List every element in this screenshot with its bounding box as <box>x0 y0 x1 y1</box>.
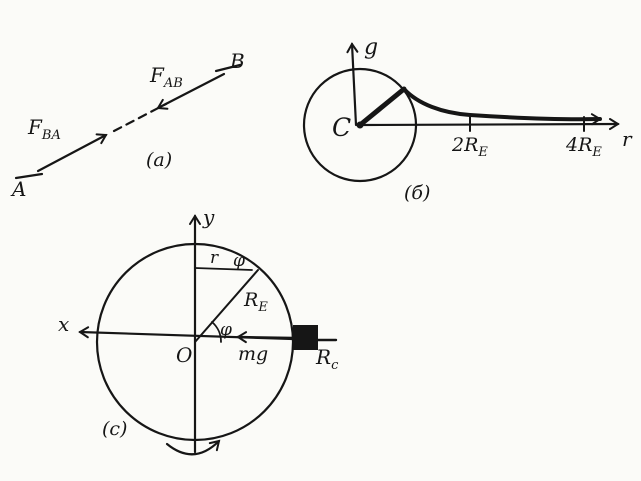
point-b-label: B <box>229 49 245 73</box>
force-ba-label: FBA <box>27 115 61 143</box>
radius-re-label: RE <box>243 289 268 315</box>
r-axis-label: r <box>622 127 633 151</box>
part-b-caption: (б) <box>404 182 430 204</box>
reaction-label: Rc <box>315 345 339 373</box>
r-axis <box>358 118 620 131</box>
point-b-tick <box>214 63 242 73</box>
g-axis <box>346 42 359 127</box>
g-axis-label: g <box>364 35 378 60</box>
mg-force-arrow <box>236 331 296 344</box>
mg-label: mg <box>238 343 268 365</box>
diagram-c-rotating-earth: y x O RE φ r φ mg Rc (c) <box>58 205 339 456</box>
radius-re-line <box>194 269 259 343</box>
block-on-surface <box>293 325 318 350</box>
center-c-label: C <box>332 113 351 142</box>
rotation-arrow <box>165 439 221 456</box>
force-ab-arrow <box>156 72 226 110</box>
phi-angle-arc <box>211 321 222 343</box>
part-c-caption: (c) <box>102 418 127 440</box>
diagram-b-gravity-vs-r: g r C 2RE 4RE (б) <box>302 35 633 204</box>
g-curve-inside-earth <box>357 86 407 128</box>
phi-top-label: φ <box>233 251 245 271</box>
point-a-label: A <box>10 177 26 201</box>
point-a-tick <box>14 172 44 180</box>
r-top-label: r <box>210 248 219 268</box>
part-a-caption: (a) <box>146 149 172 171</box>
diagram-a-force-pair: A B FAB FBA (a) <box>10 49 245 201</box>
g-curve-decay <box>402 87 602 126</box>
tick-2re-label: 2RE <box>451 134 488 160</box>
x-axis-label: x <box>58 312 69 336</box>
r-distance-line <box>194 267 253 271</box>
tick-4re-label: 4RE <box>565 134 602 160</box>
force-ba-arrow <box>36 133 108 173</box>
y-axis-label: y <box>202 205 215 229</box>
origin-label: O <box>176 343 192 367</box>
phi-center-label: φ <box>220 320 232 340</box>
force-ab-label: FAB <box>149 63 183 91</box>
